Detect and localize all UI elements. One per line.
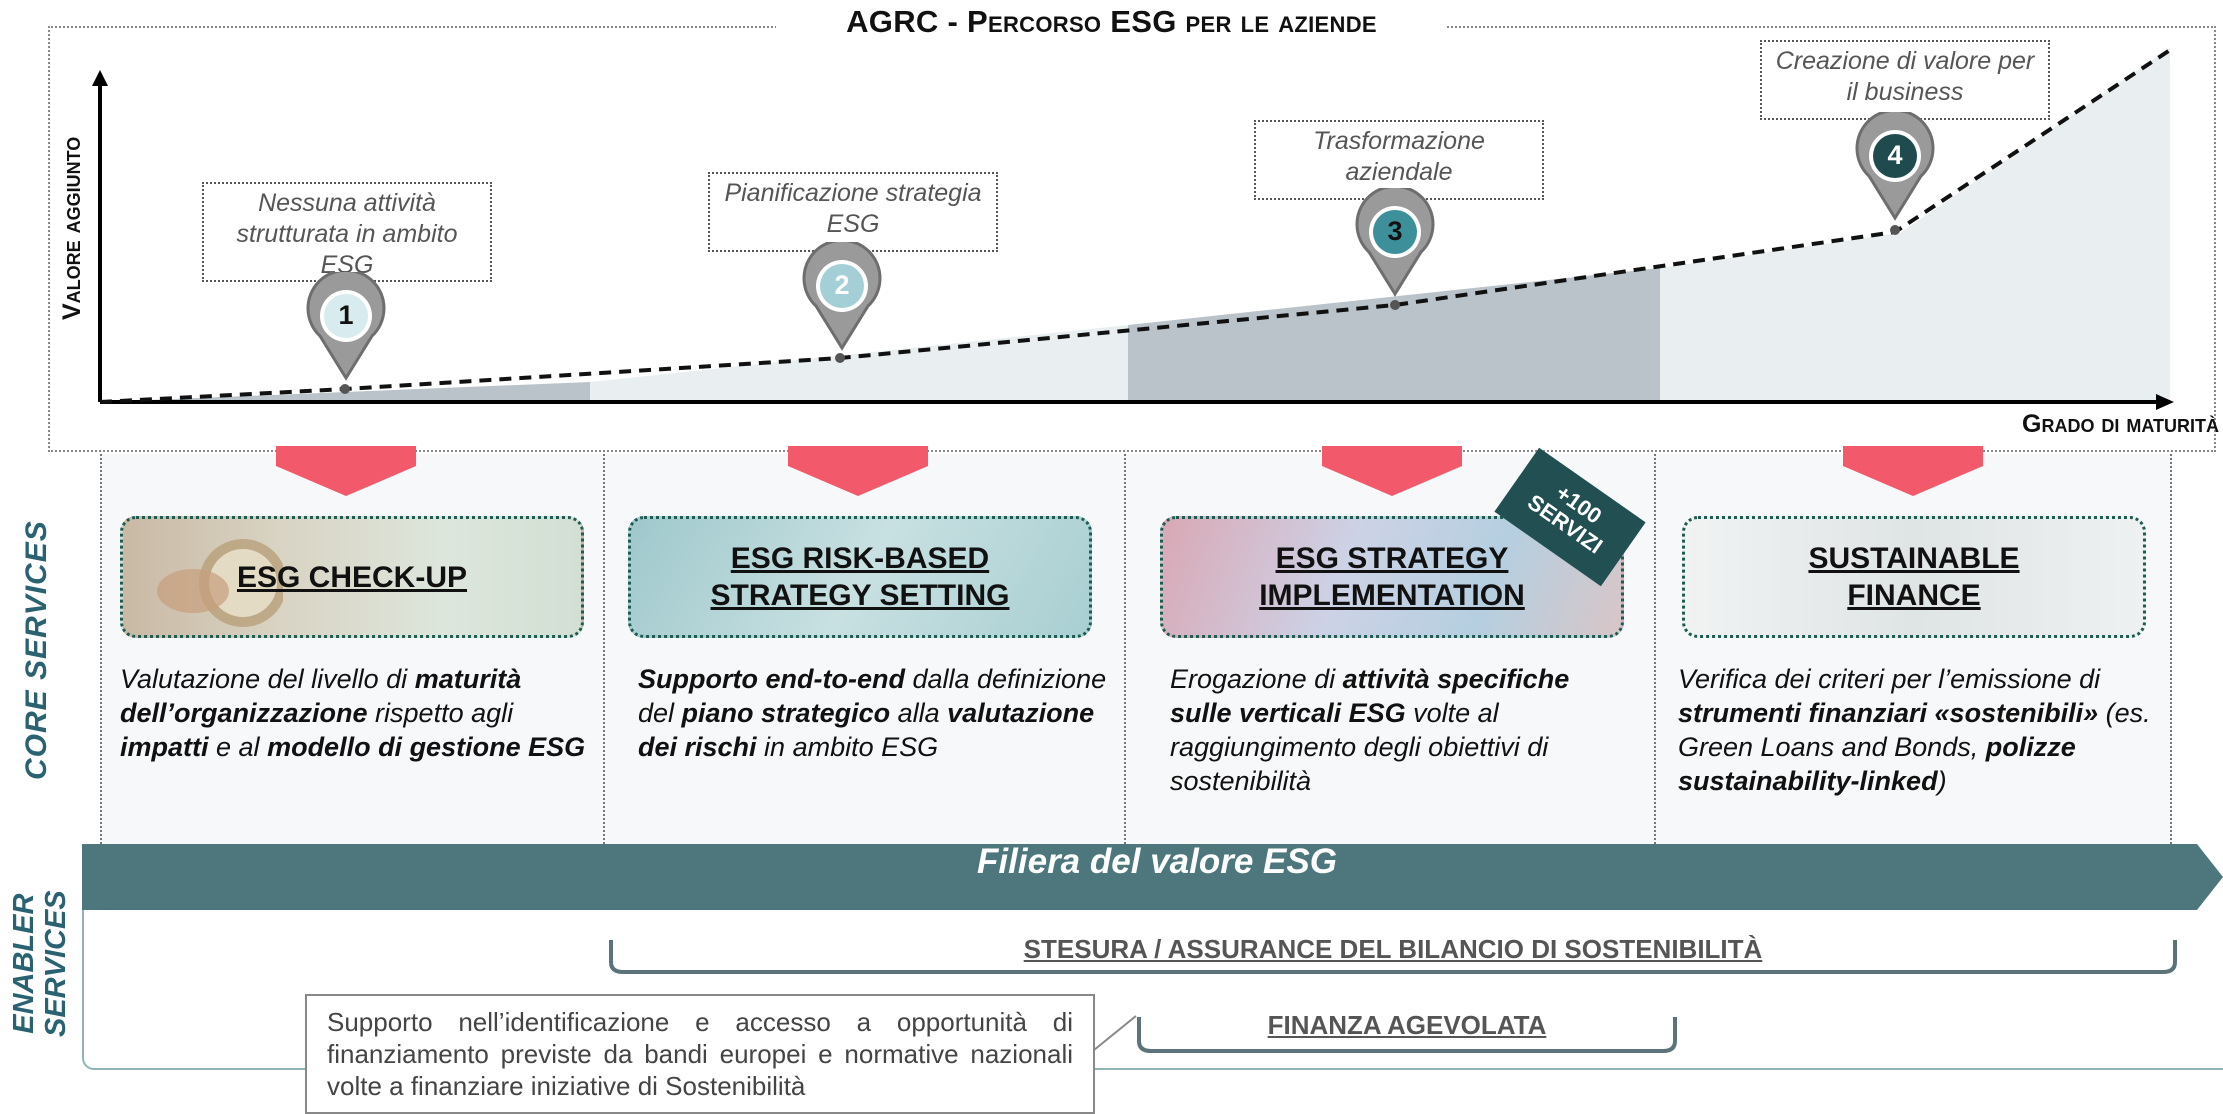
curve-point-1 [340, 384, 350, 394]
stage-2-pin-fill [820, 264, 864, 308]
service-card-esg-check-up[interactable]: ESG CHECK-UP [120, 516, 584, 638]
stage-1-number: 1 [338, 300, 354, 330]
stage-4-pin-fill [1873, 134, 1917, 178]
column-divider [100, 454, 102, 844]
column-divider [1124, 454, 1126, 844]
card-description: Erogazione di attività specifiche sulle … [1170, 664, 1570, 796]
stage-3-pin: 3 [1355, 184, 1435, 298]
curve-point-3 [1390, 300, 1400, 310]
down-arrow-icon [1322, 446, 1462, 496]
core-services-label: CORE SERVICES [20, 520, 53, 780]
card-description: Verifica dei criteri per l’emissione di … [1678, 664, 2151, 796]
map-pin-icon [1855, 108, 1935, 221]
page-title: AGRC - Percorso ESG per le aziende [0, 4, 2223, 40]
column-divider [1654, 454, 1656, 844]
finanza-agevolata-description: Supporto nell’identificazione e accesso … [305, 994, 1095, 1114]
column-divider [2170, 454, 2172, 844]
stage-3-pin-fill [1373, 210, 1417, 254]
maturity-curve [99, 48, 2172, 404]
stage-band-4 [1660, 48, 2170, 402]
stage-2-callout: Pianificazione strategia ESG [708, 172, 998, 252]
enabler-services-panel [82, 910, 2223, 1070]
bracket-finanza [1137, 1017, 1677, 1053]
card-title: ESG CHECK-UP [236, 560, 468, 594]
compass-image [157, 539, 283, 627]
card-description: Supporto end-to-end dalla definizione de… [638, 664, 1107, 762]
x-axis-arrow [2156, 394, 2174, 410]
bracket-bilancio [609, 940, 2177, 974]
page-title-text: AGRC - Percorso ESG per le aziende [776, 4, 1447, 40]
stage-2-number: 2 [834, 270, 850, 300]
card-description: Valutazione del livello di maturità dell… [120, 664, 586, 762]
y-axis-arrow [92, 70, 108, 86]
map-pin-icon [306, 268, 386, 381]
stage-3-callout: Trasformazione aziendale [1254, 120, 1544, 200]
stage-1-pin: 1 [306, 268, 386, 382]
stage-1-pin-fill [324, 294, 368, 338]
value-chain-banner [82, 844, 2223, 910]
curve-point-4 [1890, 225, 1900, 235]
down-arrow-icon [276, 446, 416, 496]
bracket-bilancio-label: STESURA / ASSURANCE DEL BILANCIO DI SOST… [1023, 934, 1763, 964]
stage-4-pin: 4 [1855, 108, 1935, 222]
x-axis-label: Grado di maturità [2022, 410, 2219, 438]
connector-line [1093, 1015, 1137, 1051]
y-axis-label: Valore aggiunto [58, 136, 86, 320]
stage-1-callout: Nessuna attività strutturata in ambito E… [202, 182, 492, 282]
stage-4-callout: Creazione di valore per il business [1760, 40, 2050, 120]
value-chain-banner-text: Filiera del valore ESG [977, 842, 1337, 881]
curve-point-2 [835, 353, 845, 363]
stage-2-pin: 2 [802, 238, 882, 352]
down-arrow-icon [788, 446, 928, 496]
stage-band-2 [590, 325, 1128, 402]
bracket-finanza-label: FINANZA AGEVOLATA [1267, 1010, 1547, 1040]
maturity-curve-chart [92, 48, 2174, 410]
stage-band-3 [1128, 268, 1660, 402]
map-pin-icon [1355, 184, 1435, 297]
stage-4-number: 4 [1887, 140, 1903, 170]
column-divider [603, 454, 605, 844]
stage-3-number: 3 [1387, 216, 1403, 246]
down-arrow-icon [1843, 446, 1983, 496]
